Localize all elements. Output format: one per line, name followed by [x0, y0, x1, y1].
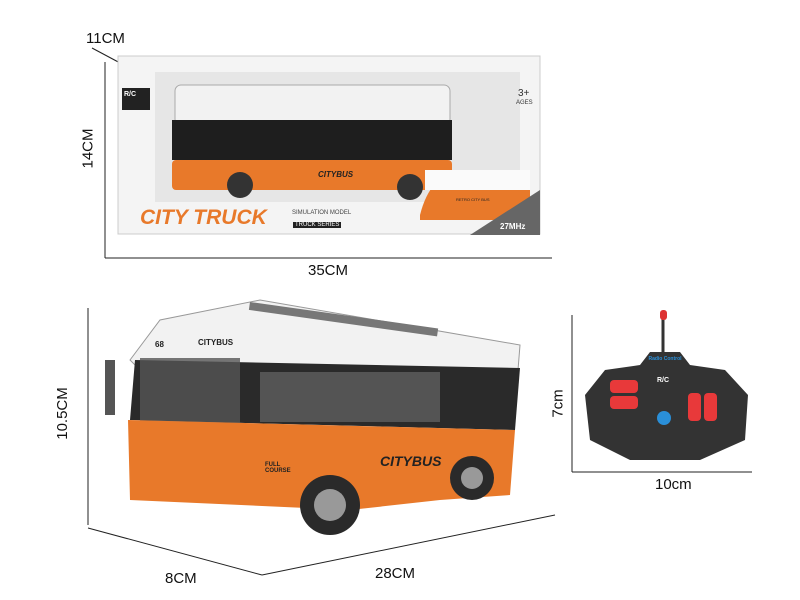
- rc-badge: R/C: [124, 91, 137, 98]
- age-label: AGES: [516, 100, 533, 106]
- forward-button: [610, 380, 638, 393]
- remote-brand: Radio Control: [648, 356, 682, 362]
- remote-width-label: 10cm: [655, 476, 692, 493]
- bus-length-label: 28CM: [375, 565, 416, 582]
- remote-badge: R/C: [657, 377, 670, 384]
- package-box: [117, 55, 541, 235]
- age-badge: 3+: [518, 88, 530, 99]
- right-button: [704, 393, 717, 421]
- box-height-label: 14CM: [79, 128, 97, 169]
- remote-control: [585, 310, 748, 460]
- bus-height-label: 10.5CM: [53, 387, 71, 440]
- package-title: CITY TRUCK: [140, 206, 267, 229]
- left-button: [688, 393, 701, 421]
- bus-side-logo: CITYBUS: [380, 453, 442, 469]
- full-course-sticker: FULL COURSE: [265, 462, 291, 474]
- route-number: 68: [155, 340, 164, 349]
- roof-label: CITYBUS: [198, 338, 234, 347]
- package-subtitle: SIMULATION MODEL: [292, 210, 352, 216]
- package-bus-logo: CITYBUS: [318, 170, 354, 179]
- backward-button: [610, 396, 638, 409]
- van-label: RETRO CITY BUS: [456, 197, 490, 202]
- remote-height-label: 7cm: [549, 389, 567, 418]
- box-depth-label: 11CM: [86, 30, 125, 47]
- bus-width-label: 8CM: [165, 570, 197, 587]
- series-label: TRUCK SERIES: [293, 222, 342, 228]
- bus-body: [105, 299, 521, 535]
- dimension-lines: [87, 47, 752, 576]
- frequency-label: 27MHz: [500, 222, 526, 231]
- box-length-label: 35CM: [308, 262, 349, 279]
